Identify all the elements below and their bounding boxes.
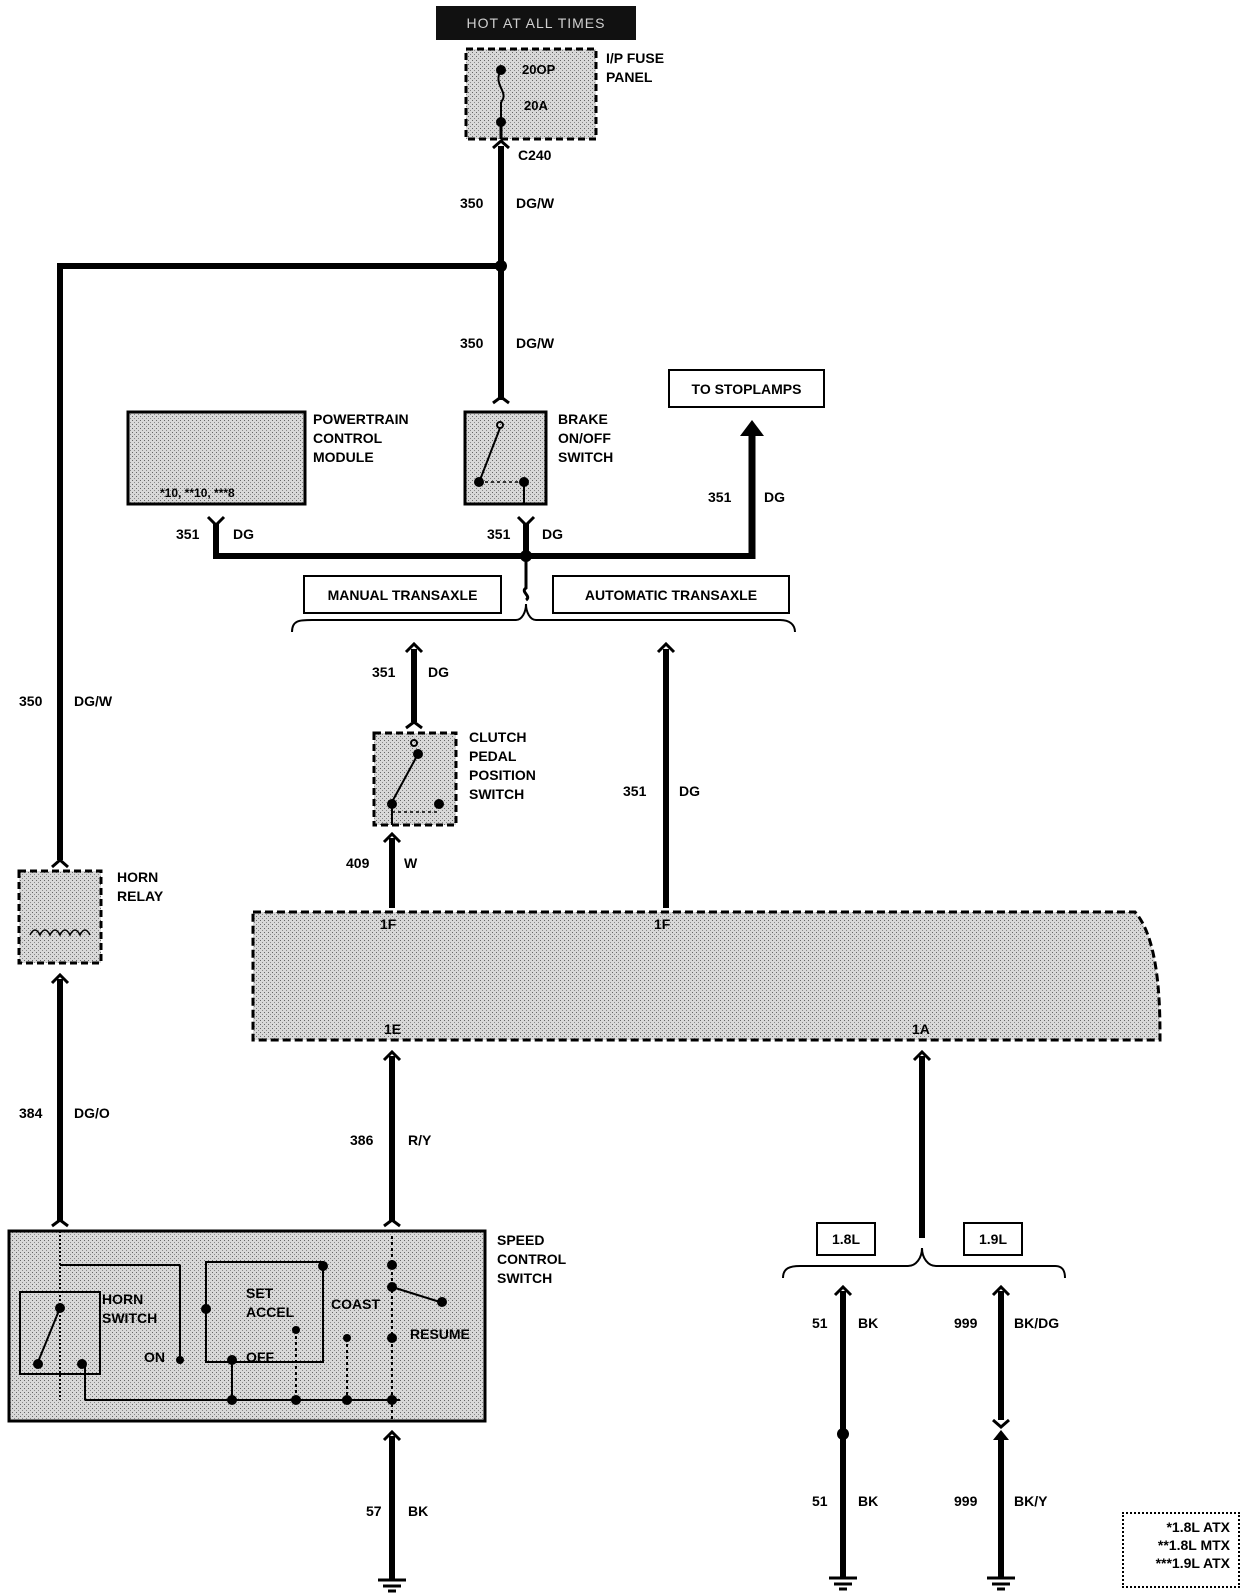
- legend-box: *1.8L ATX **1.8L MTX ***1.9L ATX: [1122, 1512, 1240, 1588]
- wire-351-pcm-color: DG: [233, 526, 254, 542]
- fuse-id-label: 20OP: [522, 62, 556, 77]
- speed-control-switch-label: SPEED CONTROL SWITCH: [497, 1232, 567, 1286]
- module-pin-1e: 1E: [384, 1021, 402, 1037]
- wire-57-color: BK: [408, 1503, 429, 1519]
- resume-label: RESUME: [410, 1326, 470, 1342]
- wire-351-brake-color: DG: [542, 526, 563, 542]
- hot-at-all-times-header: HOT AT ALL TIMES: [436, 6, 636, 40]
- wire-350-left-circuit: 350: [19, 693, 43, 709]
- to-stoplamps-box: TO STOPLAMPS: [668, 369, 825, 408]
- set-accel-label: SET ACCEL: [246, 1285, 295, 1320]
- wire-57: [382, 1429, 402, 1580]
- manual-transaxle-box: MANUAL TRANSAXLE: [303, 575, 502, 614]
- wire-350-main: [51, 139, 510, 869]
- wire-engine-branch: [782, 1049, 1066, 1279]
- module-pin-1a: 1A: [912, 1021, 930, 1037]
- wire-384: [50, 972, 70, 1228]
- horn-relay: [17, 869, 103, 965]
- wire-350-left-color: DG/W: [74, 693, 113, 709]
- wire-409-circuit: 409: [346, 855, 370, 871]
- wire-350-mid-color: DG/W: [516, 335, 555, 351]
- wire-51-top-circuit: 51: [812, 1315, 828, 1331]
- fuse-rating-label: 20A: [524, 98, 548, 113]
- wire-351-clutch-color: DG: [428, 664, 449, 680]
- horn-relay-label: HORN RELAY: [117, 869, 164, 904]
- wire-350-mid-circuit: 350: [460, 335, 484, 351]
- legend-item: **1.8L MTX: [1157, 1537, 1230, 1553]
- transaxle-brace: [291, 603, 796, 633]
- horn-switch-label: HORN SWITCH: [102, 1291, 158, 1326]
- powertrain-control-module: [126, 410, 307, 506]
- wire-999-bot-circuit: 999: [954, 1493, 978, 1509]
- brake-switch-label: BRAKE ON/OFF SWITCH: [558, 411, 614, 465]
- wire-51: [833, 1284, 853, 1578]
- legend-item: *1.8L ATX: [1166, 1519, 1230, 1535]
- wire-351-pcm-circuit: 351: [176, 526, 200, 542]
- wire-384-circuit: 384: [19, 1105, 43, 1121]
- ground-icon: [987, 1576, 1015, 1591]
- wire-51-top-color: BK: [858, 1315, 879, 1331]
- wire-351-auto-color: DG: [679, 783, 700, 799]
- wire-351-stop-circuit: 351: [708, 489, 732, 505]
- wire-999-top-circuit: 999: [954, 1315, 978, 1331]
- ground-icon: [829, 1576, 857, 1591]
- wire-350-top-circuit: 350: [460, 195, 484, 211]
- wire-999-bot-color: BK/Y: [1014, 1493, 1048, 1509]
- wire-409: [382, 831, 402, 908]
- legend-item: ***1.9L ATX: [1155, 1555, 1230, 1571]
- clutch-switch: [372, 731, 458, 827]
- wire-386-color: R/Y: [408, 1132, 432, 1148]
- wire-386: [382, 1049, 402, 1228]
- speed-control-switch: [7, 1229, 487, 1423]
- speed-control-module: [251, 910, 1162, 1042]
- wire-351-auto-circuit: 351: [623, 783, 647, 799]
- fuse-panel: [464, 47, 598, 141]
- wire-351-bus: [206, 420, 764, 602]
- on-label: ON: [144, 1349, 165, 1365]
- clutch-switch-label: CLUTCH PEDAL POSITION SWITCH: [469, 729, 536, 802]
- wire-384-color: DG/O: [74, 1105, 110, 1121]
- wire-350-top-color: DG/W: [516, 195, 555, 211]
- wire-351-clutch-circuit: 351: [372, 664, 396, 680]
- ground-icon: [378, 1578, 406, 1593]
- wire-351-auto: [656, 641, 676, 908]
- wire-351-brake-circuit: 351: [487, 526, 511, 542]
- off-label: OFF: [246, 1349, 274, 1365]
- wire-409-color: W: [404, 855, 418, 871]
- automatic-transaxle-box: AUTOMATIC TRANSAXLE: [552, 575, 790, 614]
- wire-386-circuit: 386: [350, 1132, 374, 1148]
- fuse-panel-label: I/P FUSE PANEL: [606, 50, 665, 85]
- wire-999-top-color: BK/DG: [1014, 1315, 1060, 1331]
- wire-57-circuit: 57: [366, 1503, 382, 1519]
- module-pin-1f-right: 1F: [654, 916, 671, 932]
- wire-51-bot-circuit: 51: [812, 1493, 828, 1509]
- wire-51-bot-color: BK: [858, 1493, 879, 1509]
- connector-c240-label: C240: [518, 147, 552, 163]
- pcm-pins-label: *10, **10, ***8: [160, 486, 235, 500]
- wire-351-clutch: [404, 641, 424, 730]
- coast-label: COAST: [331, 1296, 380, 1312]
- brake-switch: [463, 410, 548, 506]
- module-pin-1f-left: 1F: [380, 916, 397, 932]
- engine-1-8l-box: 1.8L: [816, 1222, 876, 1256]
- wire-999: [991, 1284, 1011, 1578]
- engine-1-9l-box: 1.9L: [963, 1222, 1023, 1256]
- wire-351-stop-color: DG: [764, 489, 785, 505]
- pcm-label: POWERTRAIN CONTROL MODULE: [313, 411, 409, 465]
